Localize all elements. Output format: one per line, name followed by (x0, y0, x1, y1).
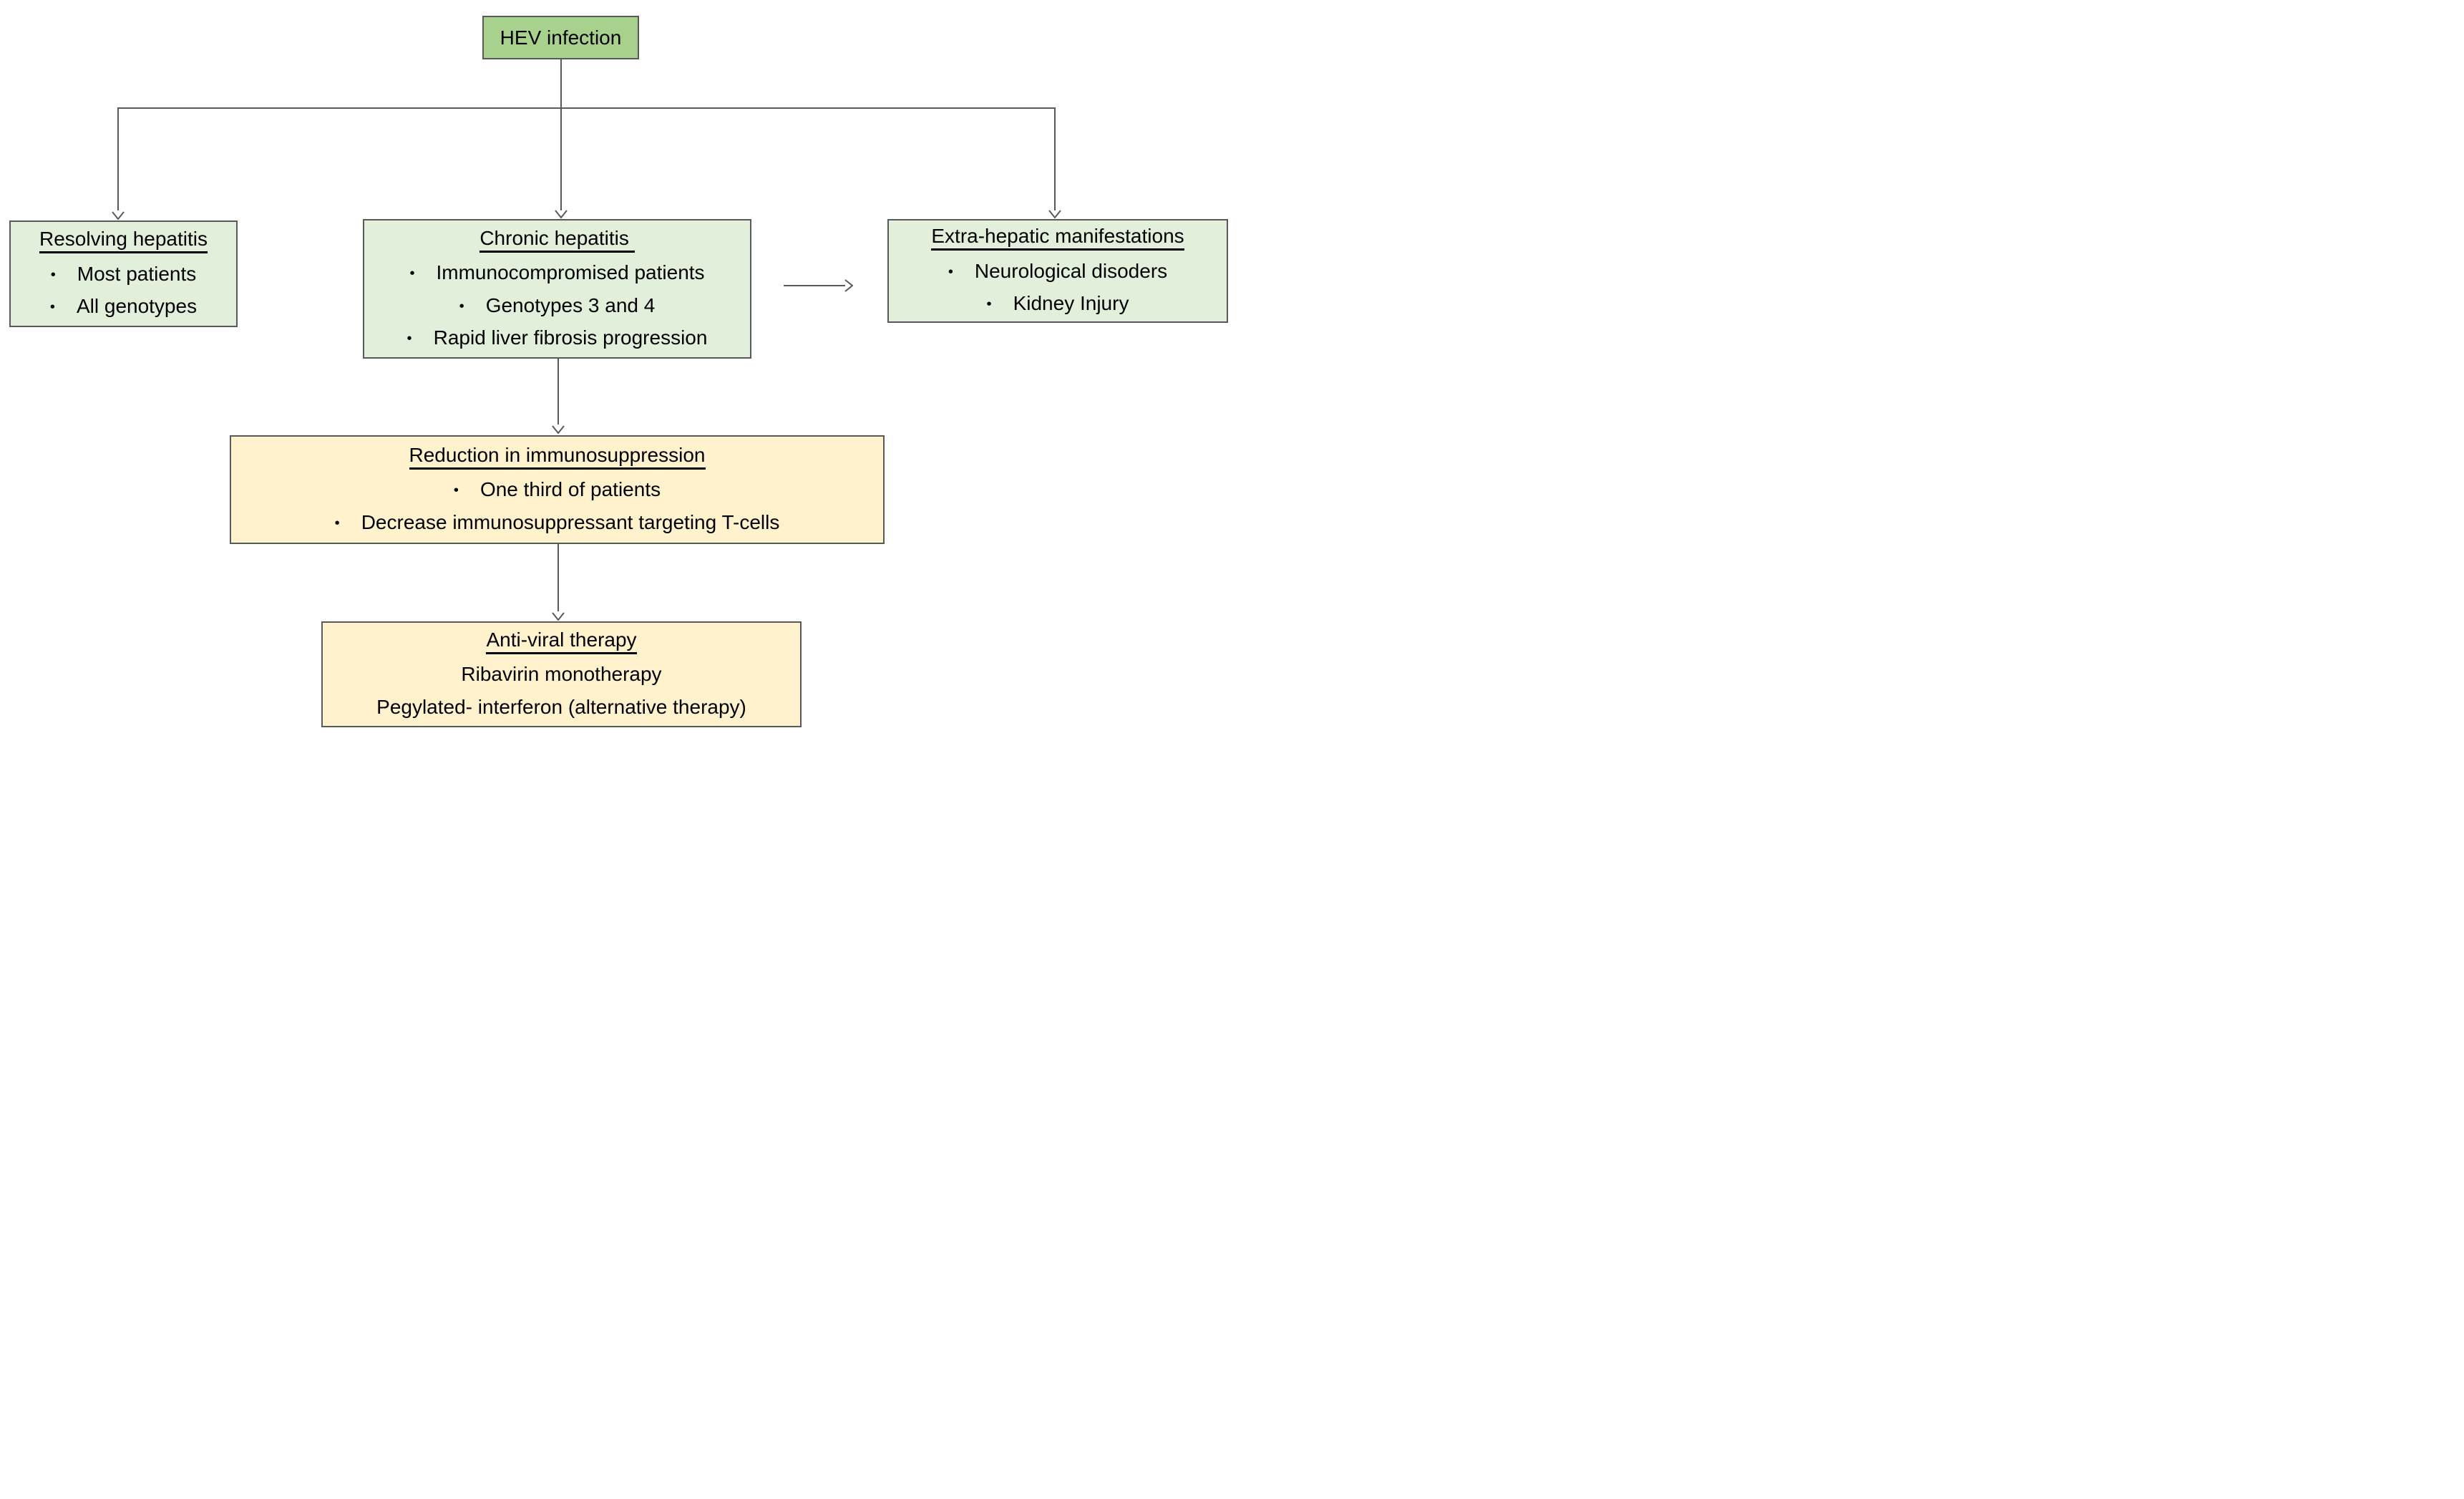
bullet-icon: • (409, 266, 415, 282)
node-hev-infection: HEV infection (482, 16, 639, 59)
text-line: • Neurological disoders (948, 255, 1167, 287)
bullet-icon: • (986, 296, 992, 313)
connector-drop-left (117, 107, 119, 210)
connector-branch-horizontal (117, 107, 1056, 109)
node-title-text: Anti-viral therapy (486, 628, 637, 654)
arrowhead-down-left-icon (112, 211, 125, 220)
node-extra-hepatic-manifestations: Extra-hepatic manifestations • Neurologic… (887, 219, 1228, 323)
connector-chronic-to-extra (784, 285, 845, 286)
arrowhead-down-right-icon (1048, 210, 1061, 218)
node-resolving-hepatitis: Resolving hepatitis • Most patients • All g… (9, 220, 238, 327)
bullet-icon: • (459, 298, 464, 314)
node-bullet-list: • Immunocompromised patients • Genotypes 3 … (407, 256, 708, 354)
text-line: • All genotypes (50, 290, 197, 322)
text-line: Pegylated- interferon (alternative thera… (376, 695, 746, 718)
node-title: Extra-hepatic manifestations (931, 222, 1184, 251)
text-line: • Kidney Injury (948, 287, 1167, 319)
bullet-icon: • (453, 482, 459, 499)
node-title-text: Chronic hepatitis (479, 226, 635, 253)
text-line: • Decrease immunosuppressant targeting T-… (335, 506, 780, 538)
bullet-text: All genotypes (76, 295, 198, 318)
node-bullet-list: • Neurological disoders • Kidney Injury (948, 255, 1167, 320)
node-title: Reduction in immunosuppression (409, 441, 706, 470)
text-line: • Immunocompromised patients (407, 256, 708, 288)
bullet-icon: • (50, 266, 56, 283)
bullet-text: Kidney Injury (1013, 292, 1129, 315)
text-line: Ribavirin monotherapy (461, 663, 662, 686)
bullet-text: Rapid liver fibrosis progression (433, 326, 708, 349)
text-line: • Rapid liver fibrosis progression (407, 321, 708, 354)
bullet-icon: • (948, 263, 953, 280)
node-anti-viral-therapy: Anti-viral therapy Ribavirin monotherapy… (321, 621, 802, 727)
node-reduction-in-immunosuppression: Reduction in immunosuppression • One thir… (230, 435, 885, 544)
node-bullet-list: • Most patients • All genotypes (50, 258, 197, 323)
bullet-text: Decrease immunosuppressant targeting T-c… (361, 510, 780, 533)
text-line: • One third of patients (335, 473, 780, 505)
arrowhead-down-antiviral-icon (552, 612, 565, 621)
node-title-text: Extra-hepatic manifestations (931, 225, 1184, 251)
arrowhead-down-reduction-icon (552, 425, 565, 434)
arrowhead-down-center-icon (555, 210, 568, 218)
connector-chronic-to-reduction (557, 359, 559, 425)
bullet-icon: • (334, 515, 340, 531)
node-title-text: Resolving hepatitis (39, 228, 208, 254)
node-title-text: Reduction in immunosuppression (409, 443, 706, 470)
bullet-text: Immunocompromised patients (436, 261, 705, 284)
node-title: Resolving hepatitis (39, 225, 208, 254)
bullet-text: One third of patients (479, 478, 661, 501)
arrowhead-right-icon (844, 279, 853, 292)
bullet-text: Most patients (77, 262, 197, 285)
flowchart-canvas: HEV infection Resolving hepatitis • Most … (0, 0, 1232, 750)
connector-drop-right (1054, 107, 1056, 210)
bullet-icon: • (406, 330, 412, 346)
connector-hev-spine-top (560, 59, 562, 109)
bullet-text: Neurological disoders (974, 259, 1168, 282)
connector-drop-center (560, 107, 562, 210)
text-line: • Genotypes 3 and 4 (407, 289, 708, 321)
node-title: Anti-viral therapy (486, 626, 637, 655)
bullet-icon: • (49, 299, 55, 316)
node-title: Chronic hepatitis (479, 224, 635, 253)
text-line: • Most patients (50, 258, 197, 290)
node-chronic-hepatitis: Chronic hepatitis • Immunocompromised pat… (363, 219, 751, 359)
bullet-text: Genotypes 3 and 4 (485, 294, 656, 316)
node-title: HEV infection (500, 26, 622, 49)
node-bullet-list: • One third of patients • Decrease immunosu… (335, 473, 780, 538)
connector-reduction-to-antiviral (557, 544, 559, 611)
